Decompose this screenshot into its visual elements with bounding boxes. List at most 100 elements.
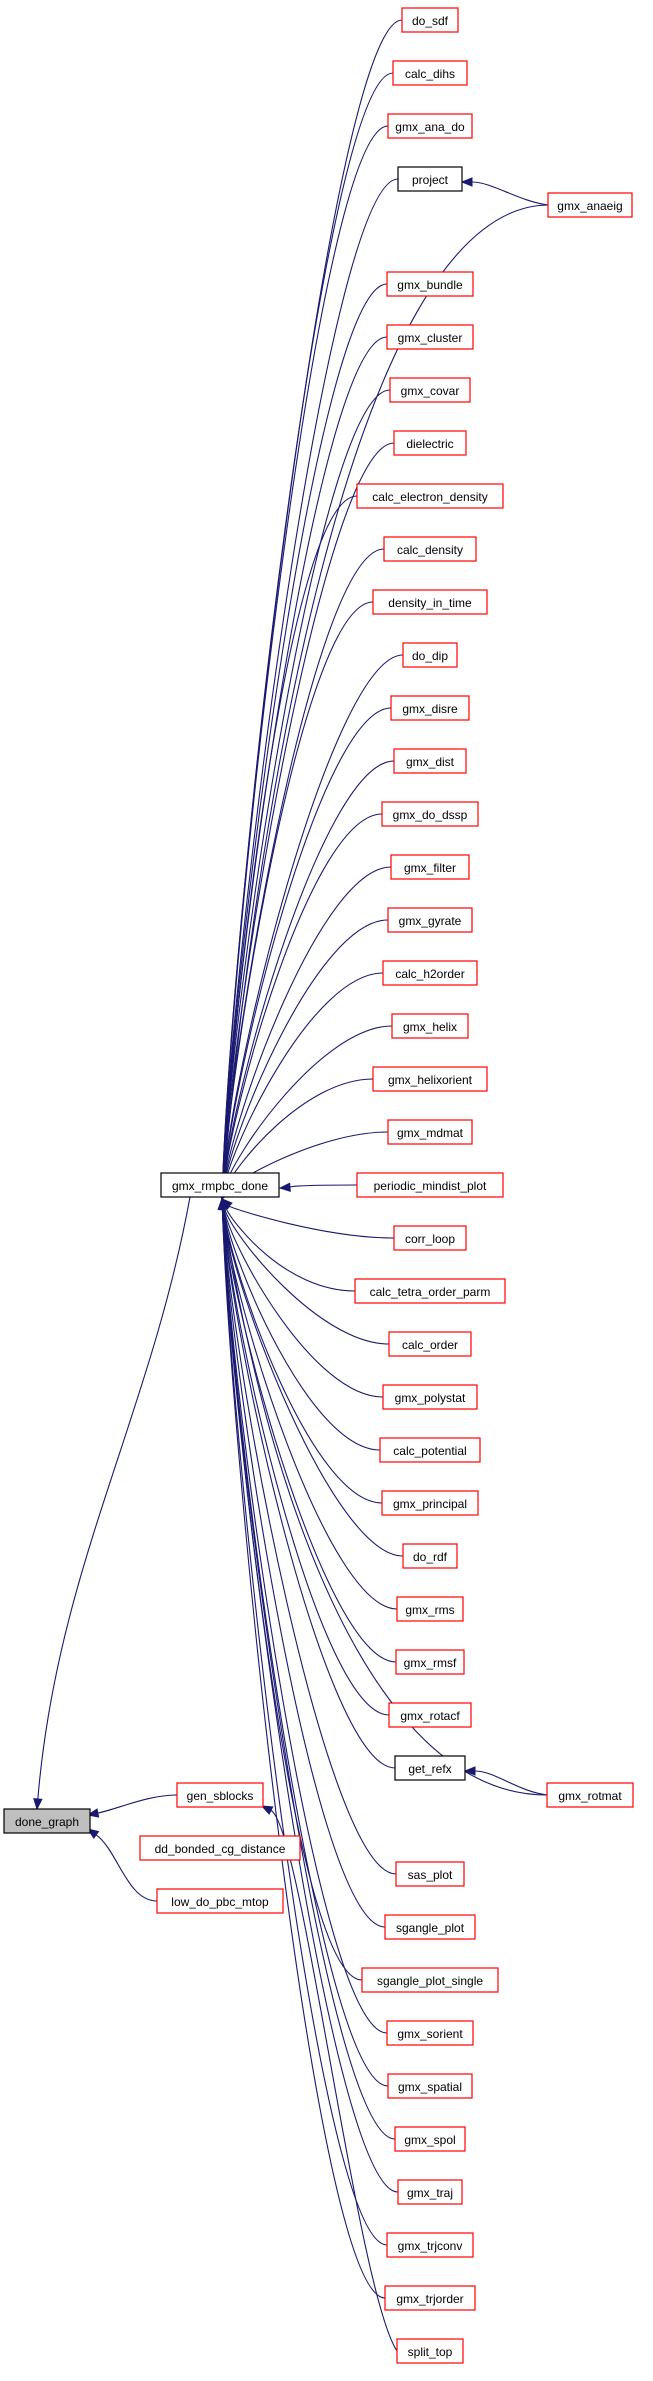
node-periodic-mindist-plot[interactable]: periodic_mindist_plot xyxy=(356,1172,504,1198)
node-label: gmx_polystat xyxy=(395,1391,466,1405)
node-gmx-polystat[interactable]: gmx_polystat xyxy=(382,1384,478,1410)
node-gmx-disre[interactable]: gmx_disre xyxy=(390,695,470,721)
node-do-dip[interactable]: do_dip xyxy=(402,642,458,668)
node-split-top[interactable]: split_top xyxy=(396,2338,464,2364)
node-calc-order[interactable]: calc_order xyxy=(388,1331,472,1357)
node-label: gmx_traj xyxy=(407,2186,453,2200)
node-calc-h2order[interactable]: calc_h2order xyxy=(382,960,478,986)
edge-gmx-sorient-to-gmx-rmpbc-done-line xyxy=(221,1208,388,2034)
edge-gmx-gyrate-to-gmx-rmpbc-done-line xyxy=(222,919,389,1190)
node-gmx-sorient[interactable]: gmx_sorient xyxy=(386,2020,474,2046)
node-calc-density[interactable]: calc_density xyxy=(383,536,477,562)
node-density-in-time[interactable]: density_in_time xyxy=(372,589,488,615)
node-gmx-filter[interactable]: gmx_filter xyxy=(390,854,470,880)
node-gmx-spol[interactable]: gmx_spol xyxy=(394,2126,466,2152)
node-gmx-rmsf[interactable]: gmx_rmsf xyxy=(395,1649,465,1675)
node-label: gmx_sorient xyxy=(397,2027,463,2041)
node-sgangle-plot[interactable]: sgangle_plot xyxy=(384,1914,476,1940)
node-calc-electron-density[interactable]: calc_electron_density xyxy=(356,483,504,509)
node-gmx-anaeig[interactable]: gmx_anaeig xyxy=(547,192,633,218)
edge-gmx-covar-to-gmx-rmpbc-done-line xyxy=(221,389,391,1190)
edge-low-do-pbc-mtop-to-done-graph-line xyxy=(95,1834,158,1902)
node-box xyxy=(386,271,474,297)
node-box xyxy=(388,1702,472,1728)
node-box xyxy=(394,2126,466,2152)
node-project[interactable]: project xyxy=(397,166,463,192)
node-label: periodic_mindist_plot xyxy=(374,1179,487,1193)
edge-gmx-rotmat-to-get-refx xyxy=(463,1766,548,1796)
edge-gmx-cluster-to-gmx-rmpbc-done-line xyxy=(221,336,388,1190)
node-box xyxy=(393,430,467,456)
node-calc-tetra-order-parm[interactable]: calc_tetra_order_parm xyxy=(354,1278,506,1304)
node-gmx-dist[interactable]: gmx_dist xyxy=(393,748,467,774)
node-gmx-gyrate[interactable]: gmx_gyrate xyxy=(387,907,473,933)
node-label: gmx_dist xyxy=(406,755,455,769)
node-gmx-traj[interactable]: gmx_traj xyxy=(397,2179,463,2205)
node-gmx-rotacf[interactable]: gmx_rotacf xyxy=(388,1702,472,1728)
edge-gmx-rmpbc-done-to-done-graph-line xyxy=(37,1196,191,1800)
node-gmx-cluster[interactable]: gmx_cluster xyxy=(386,324,474,350)
node-get-refx[interactable]: get_refx xyxy=(394,1755,466,1781)
node-gmx-spatial[interactable]: gmx_spatial xyxy=(387,2073,473,2099)
node-gen-sblocks[interactable]: gen_sblocks xyxy=(176,1782,264,1808)
edge-gmx-anaeig-to-gmx-rmpbc-done-line xyxy=(222,204,549,1190)
node-label: split_top xyxy=(408,2345,453,2359)
node-box xyxy=(389,377,471,403)
node-box xyxy=(390,854,470,880)
edge-gmx-traj-to-gmx-rmpbc-done-line xyxy=(221,1208,399,2193)
node-gmx-do-dssp[interactable]: gmx_do_dssp xyxy=(381,801,479,827)
edge-gmx-helix-to-gmx-rmpbc-done-line xyxy=(223,1025,393,1190)
node-box xyxy=(396,1596,464,1622)
node-sas-plot[interactable]: sas_plot xyxy=(395,1861,465,1887)
node-label: gmx_bundle xyxy=(397,278,463,292)
node-label: gmx_disre xyxy=(402,702,458,716)
node-box xyxy=(394,1755,466,1781)
node-box xyxy=(546,1782,634,1808)
edge-gen-sblocks-to-done-graph-line xyxy=(97,1794,178,1814)
node-gmx-bundle[interactable]: gmx_bundle xyxy=(386,271,474,297)
edge-gmx-ana-do-to-gmx-rmpbc-done xyxy=(217,125,389,1201)
node-dd-bonded-cg-distance[interactable]: dd_bonded_cg_distance xyxy=(139,1835,301,1861)
node-box xyxy=(372,589,488,615)
node-corr-loop[interactable]: corr_loop xyxy=(393,1225,467,1251)
node-label: calc_h2order xyxy=(395,967,464,981)
node-gmx-ana-do[interactable]: gmx_ana_do xyxy=(387,113,473,139)
node-gmx-trjorder[interactable]: gmx_trjorder xyxy=(384,2285,476,2311)
node-do-rdf[interactable]: do_rdf xyxy=(402,1543,458,1569)
node-box xyxy=(384,2285,476,2311)
node-label: sgangle_plot_single xyxy=(377,1974,483,1988)
edge-calc-tetra-order-parm-to-gmx-rmpbc-done-line xyxy=(225,1207,356,1292)
node-low-do-pbc-mtop[interactable]: low_do_pbc_mtop xyxy=(156,1888,284,1914)
node-label: gmx_mdmat xyxy=(397,1126,464,1140)
edge-gmx-anaeig-to-project-arrowhead xyxy=(460,177,473,187)
node-gmx-rms[interactable]: gmx_rms xyxy=(396,1596,464,1622)
node-label: sas_plot xyxy=(408,1868,453,1882)
node-box xyxy=(387,113,473,139)
node-sgangle-plot-single[interactable]: sgangle_plot_single xyxy=(361,1967,499,1993)
node-gmx-helixorient[interactable]: gmx_helixorient xyxy=(372,1066,488,1092)
edge-gmx-polystat-to-gmx-rmpbc-done-line xyxy=(223,1208,384,1398)
edge-calc-electron-density-to-gmx-rmpbc-done-line xyxy=(222,495,358,1190)
node-gmx-rmpbc-done[interactable]: gmx_rmpbc_done xyxy=(160,1172,280,1198)
node-gmx-covar[interactable]: gmx_covar xyxy=(389,377,471,403)
node-done-graph[interactable]: done_graph xyxy=(3,1808,91,1834)
node-box xyxy=(401,7,459,33)
node-box xyxy=(176,1782,264,1808)
node-do-sdf[interactable]: do_sdf xyxy=(401,7,459,33)
edge-gmx-trjorder-to-gmx-rmpbc-done-arrowhead xyxy=(217,1197,228,1210)
node-gmx-principal[interactable]: gmx_principal xyxy=(381,1490,479,1516)
node-gmx-trjconv[interactable]: gmx_trjconv xyxy=(386,2232,474,2258)
node-label: gmx_rotacf xyxy=(400,1709,460,1723)
node-gmx-mdmat[interactable]: gmx_mdmat xyxy=(387,1119,473,1145)
node-box xyxy=(390,695,470,721)
node-dielectric[interactable]: dielectric xyxy=(393,430,467,456)
node-calc-dihs[interactable]: calc_dihs xyxy=(392,60,468,86)
node-gmx-helix[interactable]: gmx_helix xyxy=(391,1013,469,1039)
node-label: gmx_anaeig xyxy=(557,199,622,213)
node-gmx-rotmat[interactable]: gmx_rotmat xyxy=(546,1782,634,1808)
edge-project-to-gmx-rmpbc-done-line xyxy=(221,178,399,1190)
edge-gmx-filter-to-gmx-rmpbc-done-line xyxy=(222,866,392,1190)
node-box xyxy=(388,1331,472,1357)
edge-gmx-rmsf-to-gmx-rmpbc-done-line xyxy=(222,1208,397,1663)
node-calc-potential[interactable]: calc_potential xyxy=(379,1437,481,1463)
